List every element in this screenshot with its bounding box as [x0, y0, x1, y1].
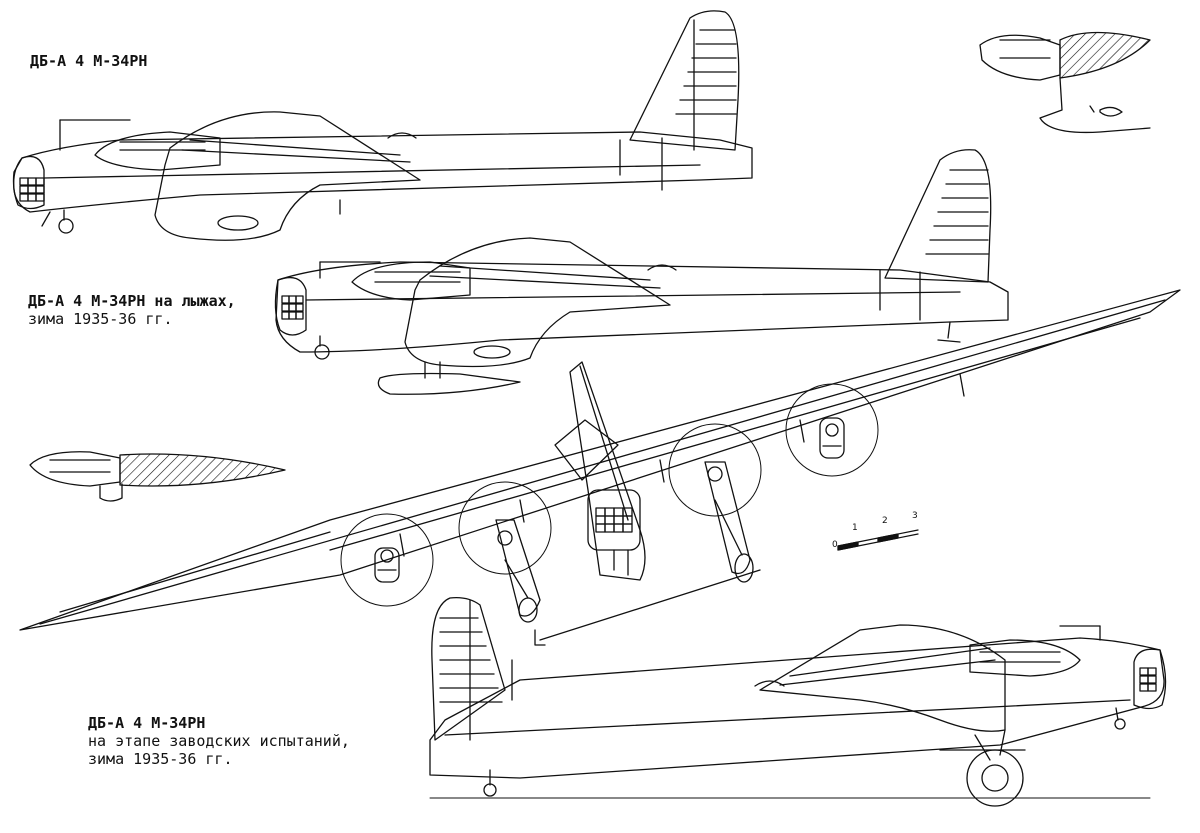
scale-bar-labels: 0 1 2 3: [832, 511, 918, 550]
caption-1-title: ДБ-А 4 М-34РН: [30, 52, 148, 70]
engine-nacelle-3: [704, 461, 754, 583]
scale-tick-3: 3: [912, 511, 918, 521]
plan-nose-grid: [595, 507, 633, 533]
engine-nacelle-4: [819, 417, 845, 459]
side-view-skis: [274, 149, 1009, 395]
fin-ribs-top: [675, 29, 737, 115]
detail-nose-profile: [29, 451, 286, 502]
side-view-bottom: [429, 597, 1167, 807]
scale-tick-2: 2: [882, 516, 888, 526]
caption-3-title: ДБ-А 4 М-34РН: [88, 714, 206, 732]
scale-tick-0: 0: [832, 540, 838, 550]
nose-window-grid-3: [1139, 667, 1157, 692]
caption-1: ДБ-А 4 М-34РН: [30, 52, 147, 70]
engine-nacelle-1: [374, 547, 400, 583]
detail-nose-skis-view: [979, 31, 1151, 134]
caption-3-line2: на этапе заводских испытаний,: [88, 732, 350, 750]
engine-nacelle-2: [495, 519, 541, 623]
caption-2: ДБ-А 4 М-34РН на лыжах, зима 1935-36 гг.: [28, 292, 236, 328]
caption-3: ДБ-А 4 М-34РН на этапе заводских испытан…: [88, 714, 350, 768]
nose-window-grid-2: [281, 295, 304, 320]
fin-ribs-skis: [925, 169, 989, 255]
scale-bar: [837, 529, 919, 551]
scale-tick-1: 1: [852, 523, 858, 533]
caption-3-line3: зима 1935-36 гг.: [88, 750, 233, 768]
side-view-top: [12, 10, 753, 241]
caption-2-title: ДБ-А 4 М-34РН на лыжах,: [28, 292, 236, 310]
caption-2-line2: зима 1935-36 гг.: [28, 310, 173, 328]
plan-view: [19, 289, 1181, 646]
nose-window-grid: [19, 177, 45, 202]
fin-ribs-bottom: [439, 617, 503, 703]
